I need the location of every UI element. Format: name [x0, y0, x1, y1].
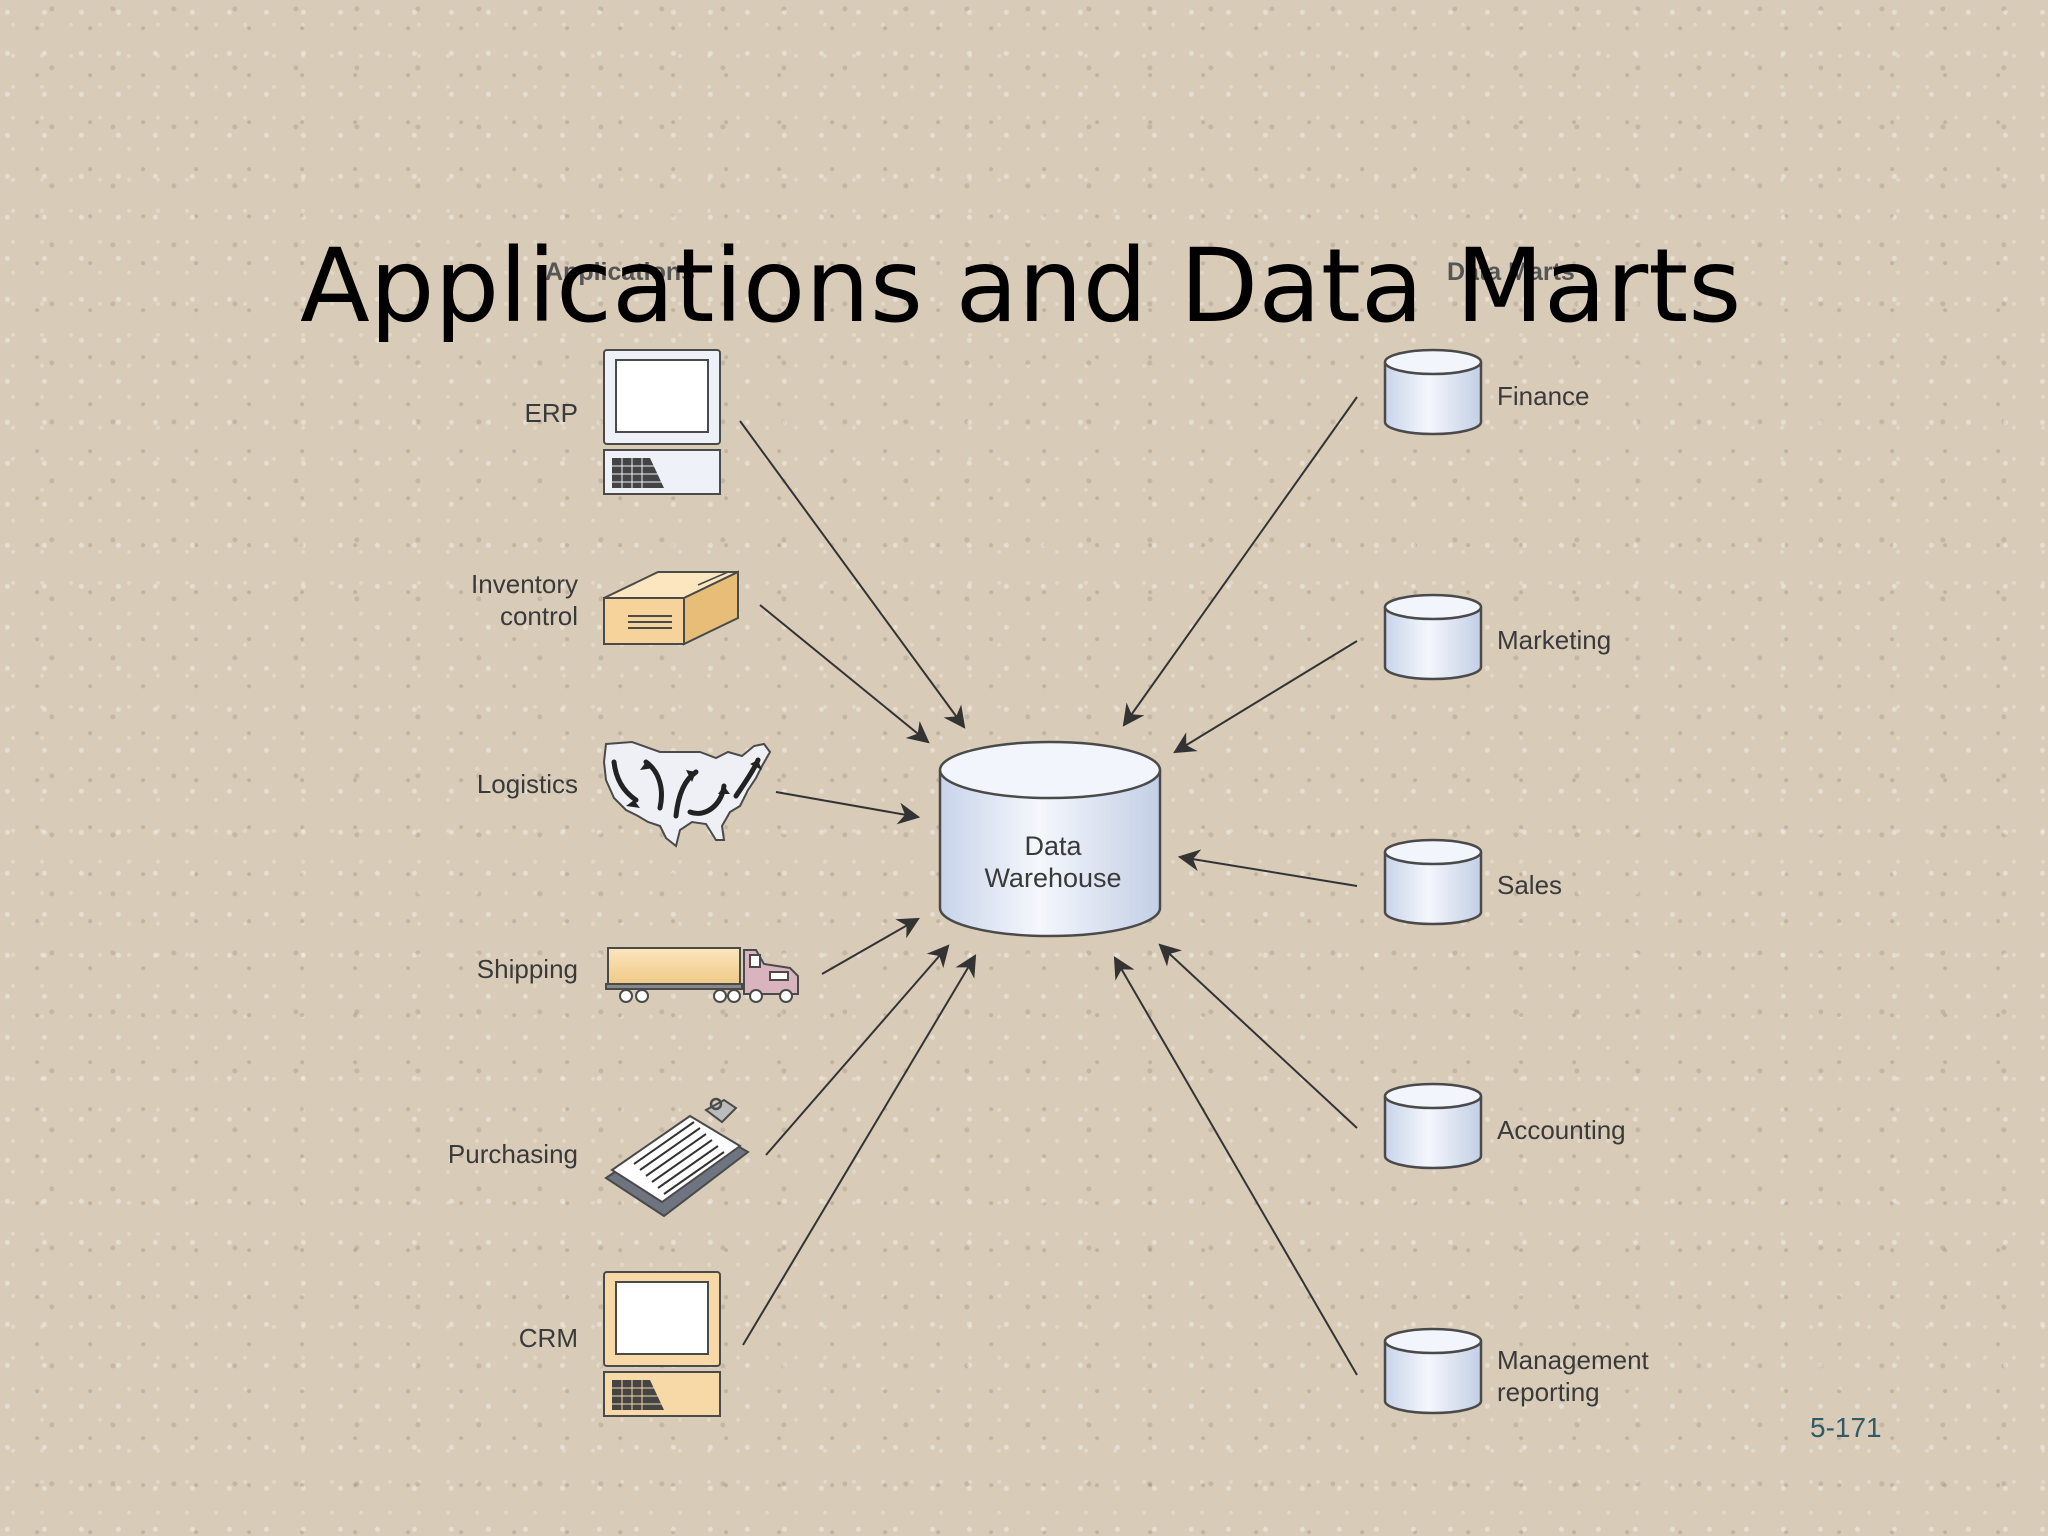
app-label-logistics: Logistics: [476, 769, 578, 799]
arrow-crm: [742, 954, 977, 1346]
app-label-inventory-line1: Inventory: [471, 569, 578, 599]
slide-number: 5-171: [1810, 1412, 1882, 1443]
truck-icon: [605, 947, 799, 1003]
mart-label-management-line2: reporting: [1497, 1377, 1600, 1407]
database-icon: [1383, 348, 1483, 436]
app-label-erp: ERP: [524, 398, 578, 428]
mart-label-accounting: Accounting: [1497, 1115, 1626, 1145]
database-icon: [1383, 593, 1483, 681]
arrow-erp: [739, 420, 966, 729]
mart-label-finance: Finance: [1497, 381, 1590, 411]
applications-heading: Applications: [545, 258, 696, 286]
app-label-purchasing: Purchasing: [447, 1139, 578, 1169]
us-map-routes-icon: [602, 740, 772, 848]
arrow-purchasing: [765, 944, 950, 1156]
app-label-inventory-line2: control: [499, 601, 578, 631]
arrow-marketing: [1173, 640, 1358, 754]
mart-label-sales: Sales: [1497, 870, 1563, 900]
arrow-sales: [1177, 849, 1358, 887]
data-warehouse-label-line2: Warehouse: [984, 863, 1122, 893]
arrow-accounting: [1158, 943, 1358, 1129]
package-box-icon: [603, 570, 739, 646]
database-icon: [1383, 838, 1483, 926]
app-label-crm: CRM: [518, 1323, 578, 1353]
app-label-shipping: Shipping: [476, 954, 578, 984]
mart-arrows: [1113, 396, 1358, 1376]
arrow-finance: [1122, 396, 1358, 727]
mart-label-management-line1: Management: [1497, 1345, 1649, 1375]
data-warehouse-label: Data Warehouse: [940, 830, 1166, 894]
app-arrows: [739, 420, 977, 1346]
arrow-inventory: [759, 604, 930, 744]
arrow-management: [1113, 956, 1358, 1376]
slide-title: Applications and Data Marts: [300, 227, 1742, 346]
database-icon: [1383, 1082, 1483, 1170]
arrow-shipping: [821, 917, 920, 975]
arrow-logistics: [775, 791, 921, 825]
database-icon: [1383, 1327, 1483, 1415]
app-label-inventory: Inventory control: [278, 568, 578, 632]
mart-label-marketing: Marketing: [1497, 625, 1612, 655]
data-warehouse-cylinder-icon: [938, 740, 1162, 938]
computer-icon: [603, 349, 721, 495]
data-marts-heading: Data Marts: [1447, 258, 1575, 286]
mart-label-management: Management reporting: [1497, 1344, 1649, 1408]
data-warehouse-label-line1: Data: [1024, 831, 1082, 861]
clipboard-icon: [604, 1097, 750, 1218]
computer-icon: [603, 1271, 721, 1417]
